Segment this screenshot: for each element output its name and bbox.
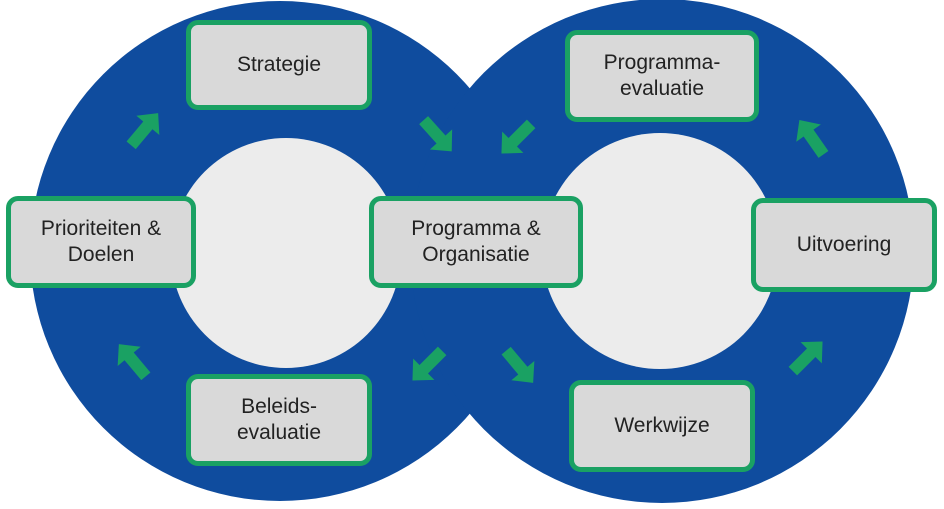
werkwijze-box[interactable]: Werkwijze bbox=[569, 380, 755, 472]
arrow-down-left-icon bbox=[501, 119, 536, 154]
arrow-up-right-icon bbox=[788, 341, 823, 376]
right-loop-hole bbox=[542, 133, 778, 369]
uitvoering-label: Uitvoering bbox=[796, 233, 892, 256]
programma-evaluatie-box[interactable]: Programma- evaluatie bbox=[565, 30, 759, 122]
prioriteiten-doelen-label: Prioriteiten & Doelen bbox=[40, 217, 162, 266]
arrow-up-left-icon bbox=[796, 119, 829, 158]
programma-organisatie-box[interactable]: Programma & Organisatie bbox=[369, 196, 583, 288]
arrow-up-left-icon bbox=[117, 344, 151, 381]
arrow-down-right-icon bbox=[419, 116, 453, 152]
programma-organisatie-label: Programma & Organisatie bbox=[411, 217, 541, 266]
prioriteiten-doelen-box[interactable]: Prioriteiten & Doelen bbox=[6, 196, 196, 288]
left-loop-hole bbox=[171, 138, 401, 368]
arrow-down-left-icon bbox=[412, 346, 447, 381]
beleids-evaluatie-label: Beleids- evaluatie bbox=[236, 395, 322, 444]
werkwijze-label: Werkwijze bbox=[614, 414, 710, 437]
strategie-box[interactable]: Strategie bbox=[186, 20, 372, 110]
programma-evaluatie-label: Programma- evaluatie bbox=[603, 51, 721, 100]
beleids-evaluatie-box[interactable]: Beleids- evaluatie bbox=[186, 374, 372, 466]
strategie-label: Strategie bbox=[236, 53, 322, 76]
arrow-down-right-icon bbox=[501, 346, 535, 383]
uitvoering-box[interactable]: Uitvoering bbox=[751, 198, 937, 292]
arrow-up-right-icon bbox=[126, 113, 160, 150]
